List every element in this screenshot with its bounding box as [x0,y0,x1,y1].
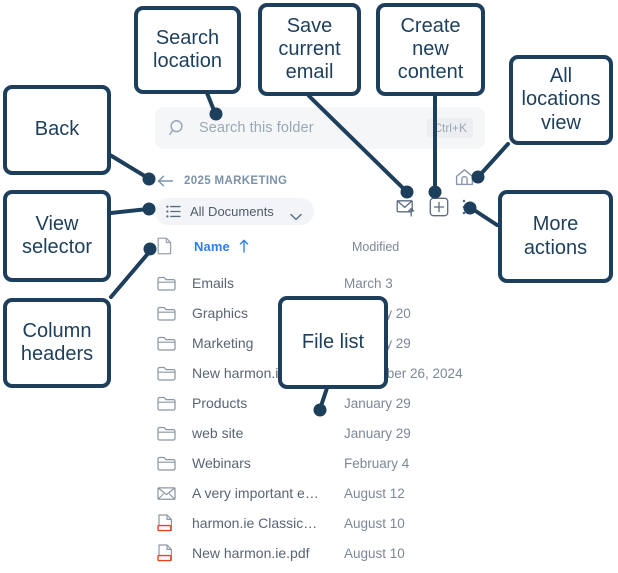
callout-save-current-email: Save current email [258,3,361,96]
folder-icon [157,456,179,471]
folder-icon [157,336,179,351]
callout-label: View selector [21,212,93,258]
callout-search-location: Search location [134,6,241,94]
file-modified: January 29 [344,395,411,411]
file-name: harmon.ie Classic… [192,515,318,531]
folder-icon [157,396,179,411]
callout-label: Create new content [397,14,464,84]
list-item[interactable]: A very important e… August 12 [157,478,497,508]
pdf-icon [157,544,179,562]
file-name: Marketing [192,335,254,351]
callout-back: Back [3,85,111,175]
folder-icon [157,276,179,291]
kebab-menu-icon[interactable] [462,199,466,215]
callout-all-locations-view: All locations view [509,55,613,145]
search-input[interactable]: Search this folder Ctrl+K [155,107,485,149]
callout-label: File list [301,330,365,353]
email-icon [157,486,179,501]
list-item[interactable]: New harmon.ie.pdf August 10 [157,538,497,568]
envelope-upload-icon[interactable] [396,197,416,217]
view-selector-dropdown[interactable]: All Documents [155,198,314,225]
file-list: Emails March 3 Graphics January 20 [157,268,497,568]
callout-label: Column headers [20,319,94,365]
list-item[interactable]: Webinars February 4 [157,448,497,478]
search-shortcut-badge: Ctrl+K [427,118,473,138]
callout-file-list: File list [278,296,388,389]
list-item[interactable]: Products January 29 [157,388,497,418]
list-item[interactable]: harmon.ie Classic… August 10 [157,508,497,538]
callout-more-actions: More actions [498,190,613,283]
file-modified: March 3 [344,275,393,291]
plus-box-icon[interactable] [429,197,449,217]
callout-label: More actions [523,213,588,259]
callout-label: Back [34,118,80,141]
file-name: Emails [192,275,235,291]
callout-view-selector: View selector [3,190,111,282]
chevron-down-icon[interactable] [290,208,302,220]
file-name: Webinars [192,455,251,471]
folder-icon [157,366,179,381]
file-modified: August 12 [344,485,405,501]
file-name: New harmon.ie [192,365,287,381]
file-name: A very important e… [192,485,319,501]
callout-label: All locations view [521,65,601,134]
search-placeholder-text: Search this folder [199,120,314,136]
file-name: New harmon.ie.pdf [192,545,310,561]
list-item[interactable]: Emails March 3 [157,268,497,298]
file-modified: August 10 [344,515,405,531]
callout-label: Save current email [278,14,341,84]
search-icon [169,119,187,137]
file-modified: February 4 [344,455,410,471]
folder-icon [157,426,179,441]
file-name: web site [192,425,244,441]
breadcrumb-label: 2025 MARKETING [184,175,288,187]
callout-label: Search location [153,26,222,72]
column-header-name[interactable]: Name [194,238,230,254]
toolbar-actions [396,197,466,217]
column-headers-row: Name [157,236,249,256]
pdf-icon [157,514,179,532]
file-modified: January 29 [344,425,411,441]
column-header-modified[interactable]: Modified [352,240,400,254]
view-selector-label: All Documents [190,204,274,219]
breadcrumb[interactable]: 2025 MARKETING [157,171,287,191]
file-modified: August 10 [344,545,405,561]
callout-create-new-content: Create new content [376,3,485,96]
home-icon[interactable] [455,168,474,186]
callout-column-headers: Column headers [3,298,111,388]
list-view-icon [166,205,181,218]
list-item[interactable]: web site January 29 [157,418,497,448]
document-icon[interactable] [157,237,172,255]
sort-ascending-arrow-icon[interactable] [239,239,249,253]
file-name: Graphics [192,305,249,321]
file-name: Products [192,395,248,411]
back-arrow-icon[interactable] [157,174,174,188]
folder-icon [157,306,179,321]
